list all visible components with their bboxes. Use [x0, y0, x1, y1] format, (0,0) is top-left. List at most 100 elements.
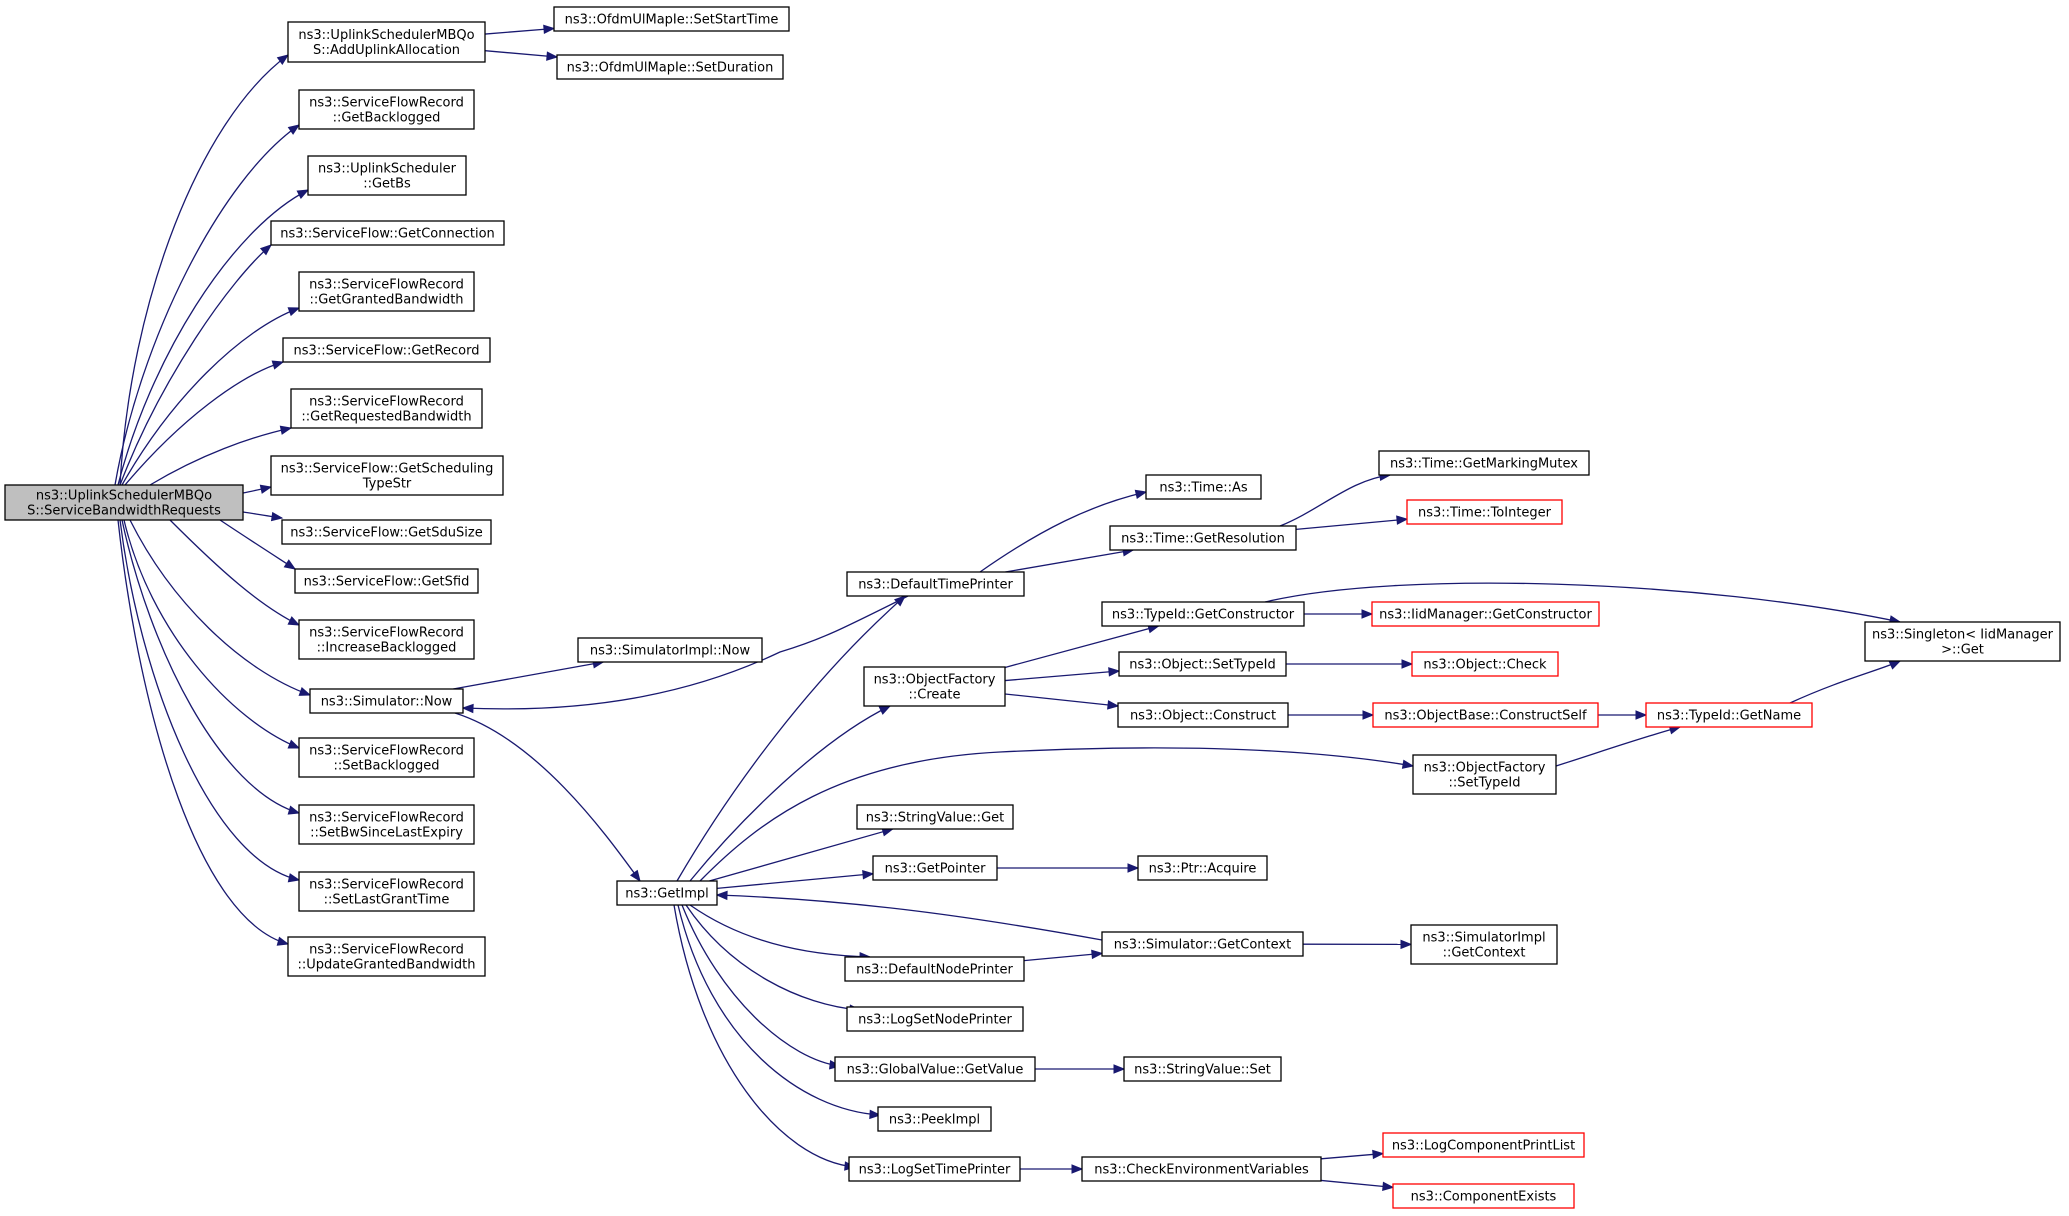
- node-label: ::Create: [909, 688, 961, 703]
- edge-ns3-uplinkschedulermbqos-servicebandwidthrequests-to-ns3-simulator-now: [129, 519, 312, 696]
- node-ns3-globalvalue-getvalue[interactable]: ns3::GlobalValue::GetValue: [834, 1056, 1036, 1082]
- edge-ns3-getimpl-to-ns3-peekimpl: [677, 904, 882, 1120]
- node-label: ns3::PeekImpl: [889, 1113, 980, 1128]
- node-ns3-stringvalue-set[interactable]: ns3::StringValue::Set: [1123, 1056, 1282, 1082]
- edge-ns3-uplinkschedulermbqos-servicebandwidthrequests-to-ns3-serviceflowrecord-setlastgranttime: [119, 519, 301, 883]
- node-ns3-serviceflow-getsfid[interactable]: ns3::ServiceFlow::GetSfid: [294, 568, 479, 594]
- node-label: ns3::ServiceFlow::GetSduSize: [290, 526, 482, 541]
- node-ns3-objectbase-constructself[interactable]: ns3::ObjectBase::ConstructSelf: [1372, 702, 1599, 728]
- node-ns3-peekimpl[interactable]: ns3::PeekImpl: [877, 1106, 992, 1132]
- node-ns3-simulator-getcontext[interactable]: ns3::Simulator::GetContext: [1101, 931, 1304, 957]
- node-ns3-objectfactory-create[interactable]: ns3::ObjectFactory::Create: [863, 666, 1006, 707]
- node-label: ::SetLastGrantTime: [324, 893, 450, 908]
- node-label: ns3::ServiceFlowRecord: [309, 278, 464, 293]
- node-ns3-simulator-now[interactable]: ns3::Simulator::Now: [309, 688, 464, 714]
- node-ns3-defaulttimeprinter[interactable]: ns3::DefaultTimePrinter: [846, 571, 1025, 597]
- edge-ns3-uplinkschedulermbqos-servicebandwidthrequests-to-ns3-serviceflowrecord-setbwsincelastexpiry: [121, 519, 301, 815]
- node-label: ns3::Object::Check: [1423, 658, 1547, 673]
- node-ns3-time-tointeger[interactable]: ns3::Time::ToInteger: [1406, 499, 1563, 525]
- edge-ns3-objectfactory-create-to-ns3-object-construct: [1004, 693, 1120, 710]
- node-ns3-getimpl[interactable]: ns3::GetImpl: [616, 880, 718, 906]
- edge-ns3-getimpl-to-ns3-objectfactory-settypeid: [699, 747, 1415, 882]
- node-ns3-serviceflowrecord-setlastgranttime[interactable]: ns3::ServiceFlowRecord::SetLastGrantTime: [298, 871, 475, 912]
- node-ns3-ptr-acquire[interactable]: ns3::Ptr::Acquire: [1137, 855, 1268, 881]
- node-ns3-checkenvironmentvariables[interactable]: ns3::CheckEnvironmentVariables: [1081, 1156, 1322, 1182]
- edge-ns3-objectfactory-settypeid-to-ns3-typeid-getname: [1555, 725, 1682, 767]
- node-ns3-simulatorimpl-getcontext[interactable]: ns3::SimulatorImpl::GetContext: [1410, 924, 1558, 965]
- node-ns3-logsettimeprinter[interactable]: ns3::LogSetTimePrinter: [848, 1156, 1021, 1182]
- node-label: ns3::ServiceFlow::GetRecord: [294, 344, 480, 359]
- node-ns3-serviceflow-getsdusize[interactable]: ns3::ServiceFlow::GetSduSize: [281, 519, 492, 545]
- node-label: ::GetGrantedBandwidth: [309, 293, 463, 308]
- edge-ns3-uplinkschedulermbqos-servicebandwidthrequests-to-ns3-serviceflow-getschedulingtypestr: [242, 484, 273, 494]
- node-label: ns3::UplinkScheduler: [318, 162, 457, 177]
- node-ns3-serviceflow-getrecord[interactable]: ns3::ServiceFlow::GetRecord: [282, 337, 491, 363]
- node-ns3-time-as[interactable]: ns3::Time::As: [1145, 474, 1262, 500]
- edge-ns3-uplinkschedulermbqos-servicebandwidthrequests-to-ns3-uplinkscheduler-getbs: [117, 189, 310, 486]
- edge-ns3-checkenvironmentvariables-to-ns3-componentexists: [1320, 1179, 1395, 1192]
- node-label: ns3::Object::SetTypeId: [1129, 658, 1275, 673]
- node-ns3-object-check[interactable]: ns3::Object::Check: [1411, 651, 1559, 677]
- node-ns3-componentexists[interactable]: ns3::ComponentExists: [1392, 1183, 1575, 1209]
- edge-ns3-uplinkschedulermbqos-servicebandwidthrequests-to-ns3-serviceflow-getconnection: [119, 244, 273, 486]
- node-label: ns3::LogSetNodePrinter: [858, 1013, 1012, 1028]
- node-label: ns3::ServiceFlow::GetScheduling: [281, 462, 494, 477]
- node-label: ::UpdateGrantedBandwidth: [297, 958, 475, 973]
- node-ns3-ofdmulmapie-setduration[interactable]: ns3::OfdmUlMapIe::SetDuration: [556, 54, 784, 80]
- node-label: ns3::ServiceFlow::GetConnection: [280, 227, 495, 242]
- node-label: ns3::ObjectFactory: [874, 673, 996, 688]
- node-ns3-uplinkscheduler-getbs[interactable]: ns3::UplinkScheduler::GetBs: [307, 155, 467, 196]
- node-ns3-typeid-getname[interactable]: ns3::TypeId::GetName: [1645, 702, 1813, 728]
- edge-ns3-uplinkschedulermbqos-servicebandwidthrequests-to-ns3-uplinkschedulermbqos-adduplinkallocation: [119, 54, 290, 486]
- edge-ns3-defaulttimeprinter-to-ns3-time-getresolution: [1005, 547, 1135, 573]
- node-ns3-serviceflowrecord-getrequestedbandwidth[interactable]: ns3::ServiceFlowRecord::GetRequestedBand…: [290, 388, 483, 429]
- edge-ns3-defaulttimeprinter-to-ns3-simulator-now: [461, 595, 909, 714]
- node-label: ns3::Time::GetMarkingMutex: [1390, 457, 1578, 472]
- node-ns3-uplinkschedulermbqos-adduplinkallocation[interactable]: ns3::UplinkSchedulerMBQoS::AddUplinkAllo…: [287, 21, 486, 63]
- edge-ns3-uplinkschedulermbqos-servicebandwidthrequests-to-ns3-serviceflow-getrecord: [124, 360, 285, 486]
- node-ns3-objectfactory-settypeid[interactable]: ns3::ObjectFactory::SetTypeId: [1412, 754, 1557, 795]
- node-ns3-defaultnodeprinter[interactable]: ns3::DefaultNodePrinter: [844, 956, 1025, 982]
- node-ns3-serviceflowrecord-updategrantedbandwidth[interactable]: ns3::ServiceFlowRecord::UpdateGrantedBan…: [287, 936, 486, 977]
- node-ns3-stringvalue-get[interactable]: ns3::StringValue::Get: [856, 804, 1014, 830]
- edge-ns3-getimpl-to-ns3-objectfactory-create: [689, 705, 892, 882]
- node-ns3-time-getresolution[interactable]: ns3::Time::GetResolution: [1109, 525, 1297, 551]
- node-ns3-serviceflowrecord-getgrantedbandwidth[interactable]: ns3::ServiceFlowRecord::GetGrantedBandwi…: [298, 271, 475, 312]
- node-label: ns3::ObjectFactory: [1424, 761, 1546, 776]
- edge-ns3-globalvalue-getvalue-to-ns3-stringvalue-set: [1035, 1064, 1126, 1074]
- edge-ns3-logsettimeprinter-to-ns3-checkenvironmentvariables: [1020, 1164, 1084, 1174]
- node-label: ns3::Singleton< IidManager: [1872, 628, 2054, 643]
- node-label: ns3::TypeId::GetConstructor: [1112, 608, 1295, 623]
- node-label: ns3::OfdmUlMapIe::SetStartTime: [565, 13, 779, 28]
- node-ns3-serviceflowrecord-getbacklogged[interactable]: ns3::ServiceFlowRecord::GetBacklogged: [298, 89, 475, 130]
- node-label: ns3::Simulator::GetContext: [1114, 938, 1291, 953]
- node-ns3-typeid-getconstructor[interactable]: ns3::TypeId::GetConstructor: [1101, 601, 1305, 627]
- node-ns3-iidmanager-getconstructor[interactable]: ns3::IidManager::GetConstructor: [1371, 601, 1600, 627]
- node-ns3-uplinkschedulermbqos-servicebandwidthrequests[interactable]: ns3::UplinkSchedulerMBQoS::ServiceBandwi…: [4, 484, 244, 521]
- edge-ns3-checkenvironmentvariables-to-ns3-logcomponentprintlist: [1320, 1149, 1385, 1160]
- edge-ns3-simulator-now-to-ns3-getimpl: [454, 712, 641, 883]
- node-label: ns3::Time::As: [1159, 481, 1248, 496]
- node-ns3-serviceflowrecord-setbwsincelastexpiry[interactable]: ns3::ServiceFlowRecord::SetBwSinceLastEx…: [298, 804, 475, 845]
- edge-ns3-getimpl-to-ns3-getpointer: [716, 870, 875, 889]
- node-ns3-getpointer[interactable]: ns3::GetPointer: [872, 855, 998, 881]
- node-ns3-logsetnodeprinter[interactable]: ns3::LogSetNodePrinter: [846, 1006, 1024, 1032]
- edge-ns3-simulator-getcontext-to-ns3-getimpl: [715, 890, 1103, 941]
- node-ns3-object-construct[interactable]: ns3::Object::Construct: [1117, 702, 1289, 728]
- node-label: TypeStr: [362, 477, 412, 492]
- node-ns3-time-getmarkingmutex[interactable]: ns3::Time::GetMarkingMutex: [1378, 450, 1590, 476]
- node-ns3-object-settypeid[interactable]: ns3::Object::SetTypeId: [1118, 651, 1287, 677]
- node-ns3-simulatorimpl-now[interactable]: ns3::SimulatorImpl::Now: [577, 637, 763, 663]
- node-ns3-serviceflowrecord-setbacklogged[interactable]: ns3::ServiceFlowRecord::SetBacklogged: [298, 737, 475, 778]
- node-ns3-serviceflow-getconnection[interactable]: ns3::ServiceFlow::GetConnection: [270, 220, 505, 246]
- node-ns3-serviceflowrecord-increasebacklogged[interactable]: ns3::ServiceFlowRecord::IncreaseBacklogg…: [298, 619, 475, 660]
- edge-ns3-object-settypeid-to-ns3-object-check: [1286, 659, 1414, 669]
- node-label: ns3::Object::Construct: [1130, 709, 1276, 724]
- node-ns3-singleton-iidmanager-get[interactable]: ns3::Singleton< IidManager >::Get: [1864, 621, 2061, 662]
- edge-ns3-objectfactory-create-to-ns3-object-settypeid: [1004, 667, 1121, 682]
- node-ns3-ofdmulmapie-setstarttime[interactable]: ns3::OfdmUlMapIe::SetStartTime: [553, 6, 790, 32]
- call-nodes: ns3::UplinkSchedulerMBQoS::ServiceBandwi…: [4, 6, 2061, 1209]
- node-ns3-logcomponentprintlist[interactable]: ns3::LogComponentPrintList: [1382, 1132, 1585, 1158]
- node-label: ns3::Ptr::Acquire: [1149, 862, 1257, 877]
